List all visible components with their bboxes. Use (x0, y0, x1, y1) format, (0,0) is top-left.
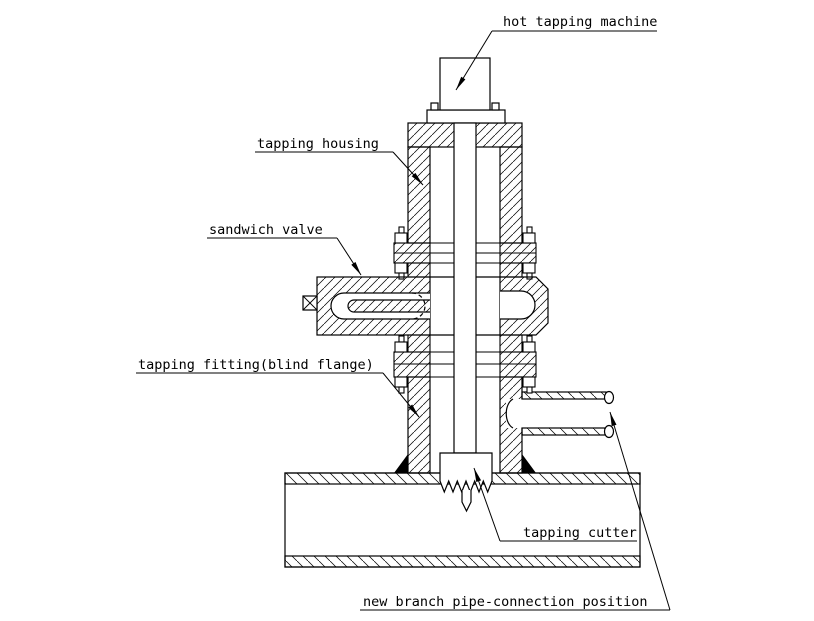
leader-line (609, 411, 671, 611)
bolt-stud-icon (526, 335, 533, 343)
bolt-nut-icon (522, 341, 536, 353)
bolt-nut-icon (394, 341, 408, 353)
plate-bolt-left-icon (430, 102, 439, 111)
leader-arrow-icon (610, 412, 617, 427)
cutter-assembly (439, 122, 493, 513)
leader-arrow-icon (411, 172, 423, 185)
label-tapping-housing: tapping housing (257, 136, 379, 152)
bolt-stud-icon (398, 226, 405, 234)
leader-arrow-icon (351, 262, 361, 275)
branch-end-bead-top (603, 390, 615, 405)
valve-bore-hidden-edge (411, 292, 426, 320)
branch-bore-cap (505, 398, 514, 429)
annotations: hot tapping machine tapping housing sand… (136, 14, 671, 611)
label-tapping-cutter: tapping cutter (523, 525, 637, 541)
lower-flange-joint (393, 334, 537, 394)
hot-tapping-machine-body (439, 57, 491, 111)
bolt-stud-icon (526, 226, 533, 234)
pilot-drill (461, 490, 472, 513)
fitting-left-wall (407, 376, 431, 474)
cutter-drive-shaft (453, 122, 477, 454)
bolt-nut-icon (394, 232, 408, 244)
leader-arrow-icon (456, 76, 466, 90)
label-new-branch-position: new branch pipe-connection position (363, 594, 647, 610)
bolt-stud-icon (398, 335, 405, 343)
tapping-housing-group (407, 57, 523, 244)
wall-segment (499, 334, 523, 353)
plate-bolt-right-icon (491, 102, 500, 111)
label-sandwich-valve: sandwich valve (209, 222, 323, 238)
weld-fillet-left-icon (394, 454, 408, 473)
wall-segment (499, 262, 523, 278)
main-pipe-bottom-wall (284, 555, 641, 568)
branch-top-wall (521, 391, 607, 400)
bolt-stud-icon (398, 386, 405, 394)
bolt-nut-icon (522, 262, 536, 274)
leader-arrow-icon (408, 404, 419, 417)
housing-left-wall (407, 146, 431, 244)
branch-end-bead-bottom (603, 424, 615, 439)
wall-segment (407, 334, 431, 353)
bolt-nut-icon (394, 376, 408, 388)
branch-bottom-wall (521, 427, 607, 436)
valve-gate-plate (347, 299, 430, 313)
sandwich-valve-group (302, 276, 549, 336)
wall-segment (407, 262, 431, 278)
bolt-nut-icon (522, 376, 536, 388)
housing-right-wall (499, 146, 523, 244)
branch-bore (506, 399, 606, 428)
bolt-nut-icon (394, 262, 408, 274)
valve-seat-pocket (500, 290, 536, 320)
bolt-nut-icon (522, 232, 536, 244)
machine-adapter-plate (426, 109, 506, 124)
bolt-stud-icon (526, 386, 533, 394)
label-hot-tapping-machine: hot tapping machine (503, 14, 657, 30)
weld-fillet-right-icon (522, 454, 536, 473)
leader-arrow-icon (474, 468, 482, 482)
label-tapping-fitting: tapping fitting(blind flange) (138, 357, 374, 373)
branch-pipe-stub (505, 390, 615, 439)
